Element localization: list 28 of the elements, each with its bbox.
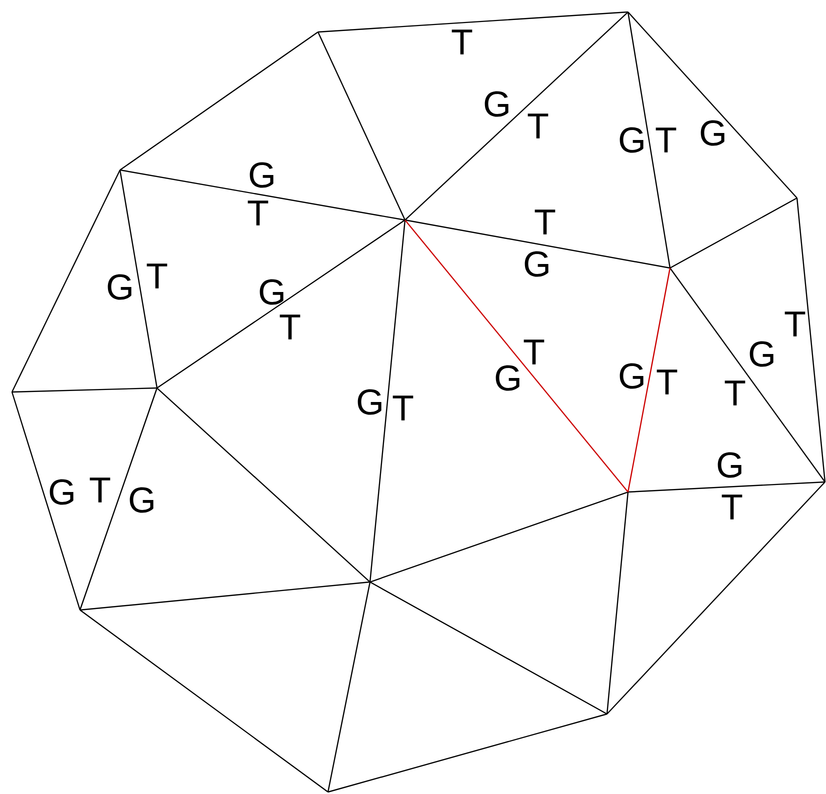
letter-label: G: [620, 127, 644, 153]
letter-label: T: [722, 494, 742, 520]
letter-label: T: [146, 264, 168, 288]
letter-label: T: [534, 210, 556, 234]
letter-label: G: [358, 389, 382, 415]
letter-label: G: [130, 487, 154, 513]
letter-label: G: [700, 120, 724, 146]
letter-label: G: [250, 162, 274, 188]
letter-label: G: [496, 365, 520, 391]
letter-label: G: [108, 274, 132, 300]
letter-label: T: [528, 114, 548, 138]
letter-label: T: [656, 128, 676, 152]
letter-label: G: [50, 479, 74, 505]
letter-label: T: [656, 370, 678, 394]
letter-label: T: [392, 396, 414, 420]
letter-label: G: [620, 363, 644, 389]
letter-label: T: [248, 200, 268, 226]
letter-label: G: [750, 341, 774, 367]
letter-label: G: [524, 251, 548, 277]
letter-label: G: [484, 91, 508, 117]
letter-label: T: [724, 380, 746, 406]
letter-label: G: [718, 452, 742, 478]
letter-label: T: [452, 30, 472, 54]
letter-label: T: [280, 314, 300, 340]
letter-label: T: [524, 340, 544, 364]
letter-label: G: [260, 279, 284, 305]
letter-label: T: [90, 478, 110, 502]
letter-label: T: [784, 312, 806, 336]
